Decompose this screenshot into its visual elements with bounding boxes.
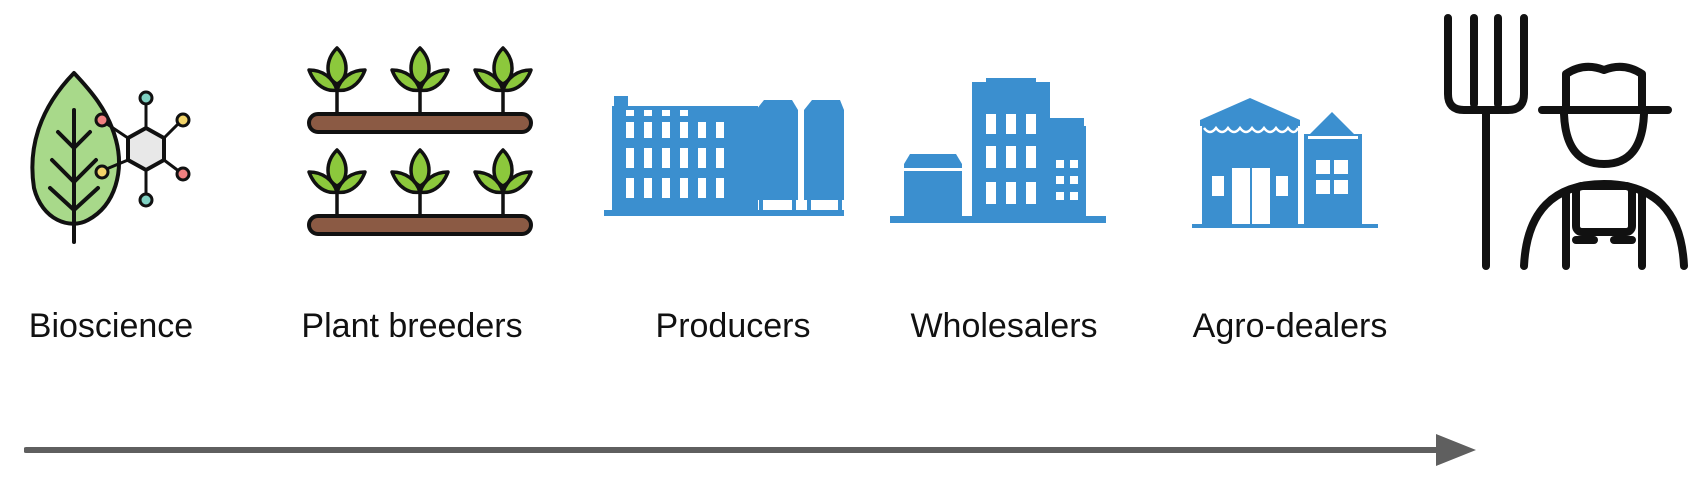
shop-store-icon [1192, 98, 1378, 228]
seedlings-icon [307, 46, 533, 236]
stage-label-producers: Producers [655, 307, 811, 345]
leaf-molecule-icon [30, 71, 191, 244]
farmer-with-pitchfork-icon [1444, 14, 1688, 270]
stage-label-bioscience: Bioscience [28, 307, 194, 345]
factory-silos-icon [604, 96, 844, 216]
warehouse-buildings-icon [890, 78, 1106, 223]
stage-label-wholesalers: Wholesalers [910, 307, 1098, 345]
flow-arrow-head [1436, 434, 1476, 466]
stage-label-agro-dealers: Agro-dealers [1192, 307, 1388, 345]
flow-arrow [24, 434, 1476, 466]
stage-label-plant-breeders: Plant breeders [301, 307, 523, 345]
